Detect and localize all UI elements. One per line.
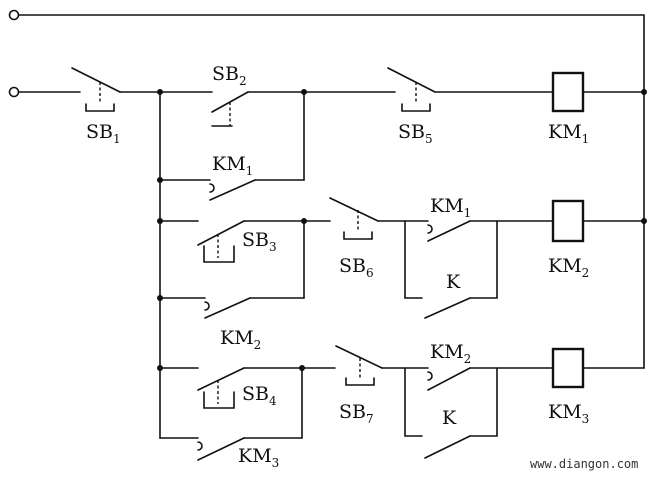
label-km1-coil: KM1 <box>548 121 589 146</box>
km2-interlock-contact <box>427 367 471 391</box>
label-sb2: SB2 <box>212 63 247 88</box>
sb4-start-button <box>197 367 245 409</box>
label-sb3: SB3 <box>242 229 277 254</box>
label-k-row3: K <box>442 407 457 429</box>
wire-k-row3-right <box>469 367 498 437</box>
label-sb6: SB6 <box>339 255 374 280</box>
junction-dots <box>157 89 647 371</box>
label-km2-interlock: KM2 <box>430 341 471 366</box>
label-sb4: SB4 <box>242 383 277 408</box>
label-sb1: SB1 <box>86 121 121 146</box>
label-sb7: SB7 <box>339 401 374 426</box>
wire-k-row3-left <box>404 367 423 437</box>
km2-holding-contact <box>204 297 251 319</box>
sb6-stop-button <box>329 197 379 240</box>
wire-k-row2-right <box>469 220 498 299</box>
label-k-row2: K <box>446 271 461 293</box>
km1-holding-contact <box>209 179 256 201</box>
label-km2-coil: KM2 <box>548 255 589 280</box>
sb7-stop-button <box>335 345 383 386</box>
wire-k-row2-left <box>404 220 423 299</box>
k-contact-row2 <box>424 297 471 319</box>
km1-interlock-contact <box>427 220 471 242</box>
label-km1-holding: KM1 <box>212 153 253 178</box>
sb3-start-button <box>197 220 245 263</box>
km3-holding-contact <box>197 437 245 461</box>
sb2-start-button <box>211 91 249 127</box>
k-contact-row3 <box>424 435 471 459</box>
km2-coil <box>551 199 585 243</box>
label-sb5: SB5 <box>398 121 433 146</box>
label-km3-coil: KM3 <box>548 401 589 426</box>
sb5-stop-button <box>387 67 436 112</box>
terminal-left <box>8 86 20 98</box>
label-km3-holding: KM3 <box>238 445 279 470</box>
terminal-top <box>8 9 20 21</box>
supply-bus <box>18 14 645 369</box>
km3-coil <box>551 347 585 389</box>
watermark: www.diangon.com <box>530 457 638 471</box>
label-km1-interlock: KM1 <box>430 195 471 220</box>
label-km2-holding: KM2 <box>220 327 261 352</box>
sb1-stop-button <box>71 67 121 112</box>
km1-coil <box>551 71 585 113</box>
